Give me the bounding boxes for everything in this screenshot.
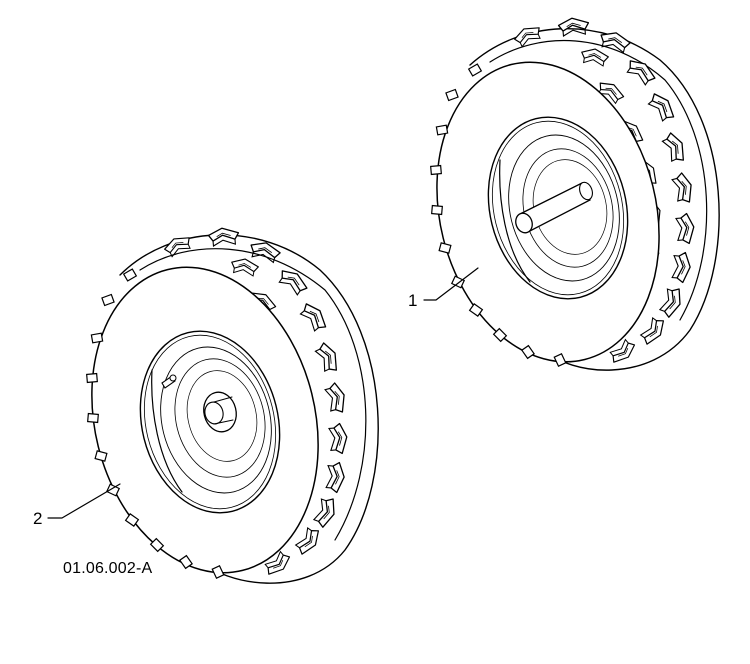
- tread-lug: [275, 265, 312, 298]
- tread-lug: [637, 314, 669, 349]
- wheel-1-axle-shaft: [515, 181, 593, 234]
- tread-lug: [660, 129, 690, 166]
- tread-lug: [645, 89, 679, 125]
- tread-lug: [557, 16, 591, 38]
- callout-2-number: 2: [33, 509, 42, 528]
- wheel-1: [430, 16, 720, 371]
- edge-block: [435, 124, 449, 136]
- tread-lug: [511, 22, 544, 49]
- tread-lug: [657, 284, 686, 320]
- tread-lug: [671, 250, 692, 284]
- callout-1: 1: [408, 267, 479, 310]
- edge-block: [90, 332, 104, 344]
- wheel-2-valve-stem: [161, 374, 177, 389]
- tread-lug: [323, 380, 349, 416]
- tread-lug: [670, 170, 696, 206]
- tread-lug: [674, 212, 696, 246]
- edge-block: [468, 63, 482, 77]
- tread-lug: [292, 524, 324, 559]
- wheel-2-hub: [203, 391, 237, 433]
- edge-block: [123, 268, 137, 282]
- tread-lug: [579, 46, 610, 68]
- tread-lug: [325, 460, 346, 494]
- edge-block: [87, 412, 99, 424]
- tread-lug: [311, 494, 340, 530]
- tread-lug: [247, 238, 283, 265]
- tread-lug: [623, 55, 660, 88]
- tread-lug: [229, 256, 260, 278]
- callout-1-number: 1: [408, 291, 417, 310]
- tread-lug: [313, 339, 343, 376]
- tread-lug: [297, 299, 331, 335]
- edge-block: [94, 450, 108, 462]
- wheel-2: [86, 226, 379, 584]
- figure-code: 01.06.002-A: [63, 560, 153, 577]
- tread-lug: [207, 226, 241, 248]
- edge-block: [101, 293, 115, 307]
- tread-lug: [327, 422, 349, 456]
- callout-2: 2: [33, 483, 121, 528]
- edge-block: [430, 164, 442, 176]
- edge-block: [438, 242, 452, 254]
- edge-block: [431, 204, 443, 216]
- edge-block: [86, 372, 98, 384]
- edge-block: [445, 88, 459, 102]
